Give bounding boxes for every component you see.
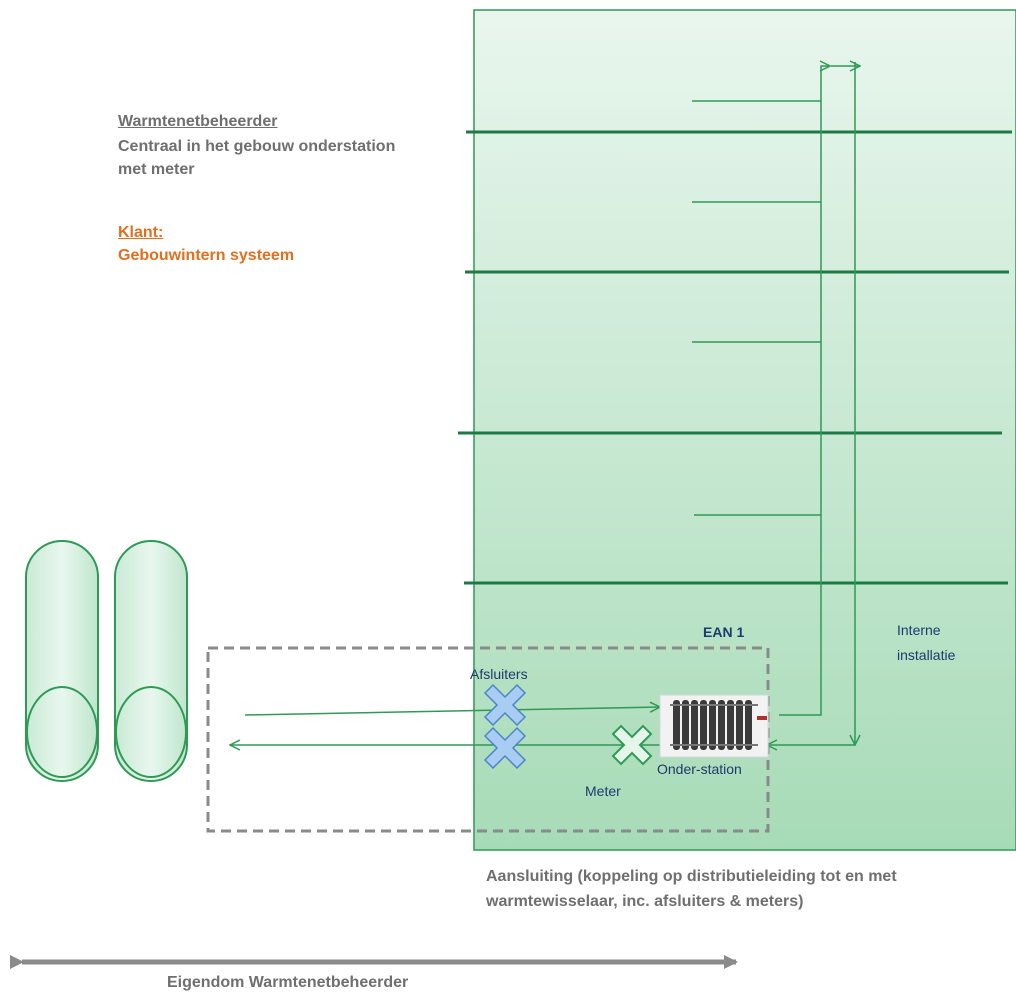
legend-beheerder-line2: met meter (118, 161, 195, 178)
eigendom-caption: Eigendom Warmtenetbeheerder (167, 974, 409, 991)
aansluiting-caption-line1: Aansluiting (koppeling op distributielei… (486, 868, 897, 885)
ean-label: EAN 1 (703, 624, 745, 640)
afsluiters-label: Afsluiters (470, 666, 528, 682)
meter-label: Meter (585, 783, 621, 799)
valve-icon (483, 726, 527, 770)
interne-installatie-line2: installatie (897, 647, 956, 663)
supply-return-lines (230, 707, 660, 745)
legend-beheerder-line1: Centraal in het gebouw onderstation (118, 138, 396, 155)
legend-beheerder-title: Warmtenetbeheerder (118, 113, 278, 130)
floor-lines (458, 130, 1012, 585)
meter-icon (611, 724, 653, 766)
connection-boundary (206, 646, 770, 833)
legend-klant-title: Klant: (118, 224, 164, 241)
valve-icon (483, 683, 527, 727)
substation-radiator-icon (659, 694, 769, 758)
legend-klant-line: Gebouwintern systeem (118, 247, 295, 264)
riser-pipes (692, 62, 860, 745)
onderstation-label: Onder-station (657, 761, 742, 777)
aansluiting-caption-line2: warmtewisselaar, inc. afsluiters & meter… (486, 893, 804, 910)
interne-installatie-line1: Interne (897, 622, 941, 638)
storage-tanks (25, 540, 188, 782)
